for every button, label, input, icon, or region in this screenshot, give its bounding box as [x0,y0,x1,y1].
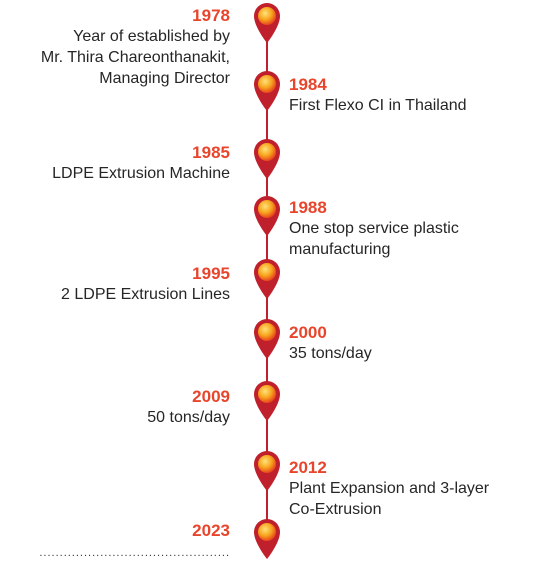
milestone-description: One stop service plastic manufacturing [289,218,459,260]
milestone-2012: 2012 Plant Expansion and 3-layer Co-Extr… [289,458,489,520]
milestone-year: 1988 [289,198,327,217]
milestone-description: 2 LDPE Extrusion Lines [61,284,230,305]
milestone-1978: 1978 Year of established by Mr. Thira Ch… [41,6,230,89]
description-line: Co-Extrusion [289,501,382,518]
milestone-year: 2000 [289,323,327,342]
milestone-description: LDPE Extrusion Machine [52,163,230,184]
description-line: Plant Expansion and 3-layer [289,480,490,497]
milestone-description: Plant Expansion and 3-layer Co-Extrusion [289,478,489,520]
description-line: manufacturing [289,241,391,258]
milestone-2023: 2023 ...................................… [39,521,230,559]
location-pin-icon [253,2,281,44]
milestone-description: 35 tons/day [289,343,372,364]
description-line: First Flexo CI in Thailand [289,97,467,114]
milestone-2009: 2009 50 tons/day [147,387,230,428]
description-line: LDPE Extrusion Machine [52,165,230,182]
description-line: Managing Director [99,70,230,87]
milestone-year: 2023 [192,521,230,540]
milestone-2000: 2000 35 tons/day [289,323,372,364]
description-line: 35 tons/day [289,345,372,362]
description-line: Mr. Thira Chareonthanakit, [40,49,230,66]
description-line: Year of established by [73,28,230,45]
location-pin-icon [253,518,281,560]
milestone-description: 50 tons/day [147,407,230,428]
location-pin-icon [253,138,281,180]
milestone-year: 1984 [289,75,327,94]
milestone-1995: 1995 2 LDPE Extrusion Lines [61,264,230,305]
milestone-year: 2009 [192,387,230,406]
location-pin-icon [253,70,281,112]
description-line: 50 tons/day [147,409,230,426]
location-pin-icon [253,380,281,422]
location-pin-icon [253,258,281,300]
placeholder-dots: ........................................… [39,547,230,559]
milestone-1984: 1984 First Flexo CI in Thailand [289,75,467,116]
description-line: 2 LDPE Extrusion Lines [61,286,230,303]
description-line: One stop service plastic [289,220,459,237]
milestone-description: First Flexo CI in Thailand [289,95,467,116]
location-pin-icon [253,450,281,492]
milestone-year: 1985 [192,143,230,162]
location-pin-icon [253,318,281,360]
milestone-1985: 1985 LDPE Extrusion Machine [52,143,230,184]
milestone-year: 2012 [289,458,327,477]
location-pin-icon [253,195,281,237]
milestone-year: 1978 [192,6,230,25]
milestone-year: 1995 [192,264,230,283]
milestone-description: Year of established by Mr. Thira Chareon… [41,26,230,89]
milestone-1988: 1988 One stop service plastic manufactur… [289,198,459,260]
